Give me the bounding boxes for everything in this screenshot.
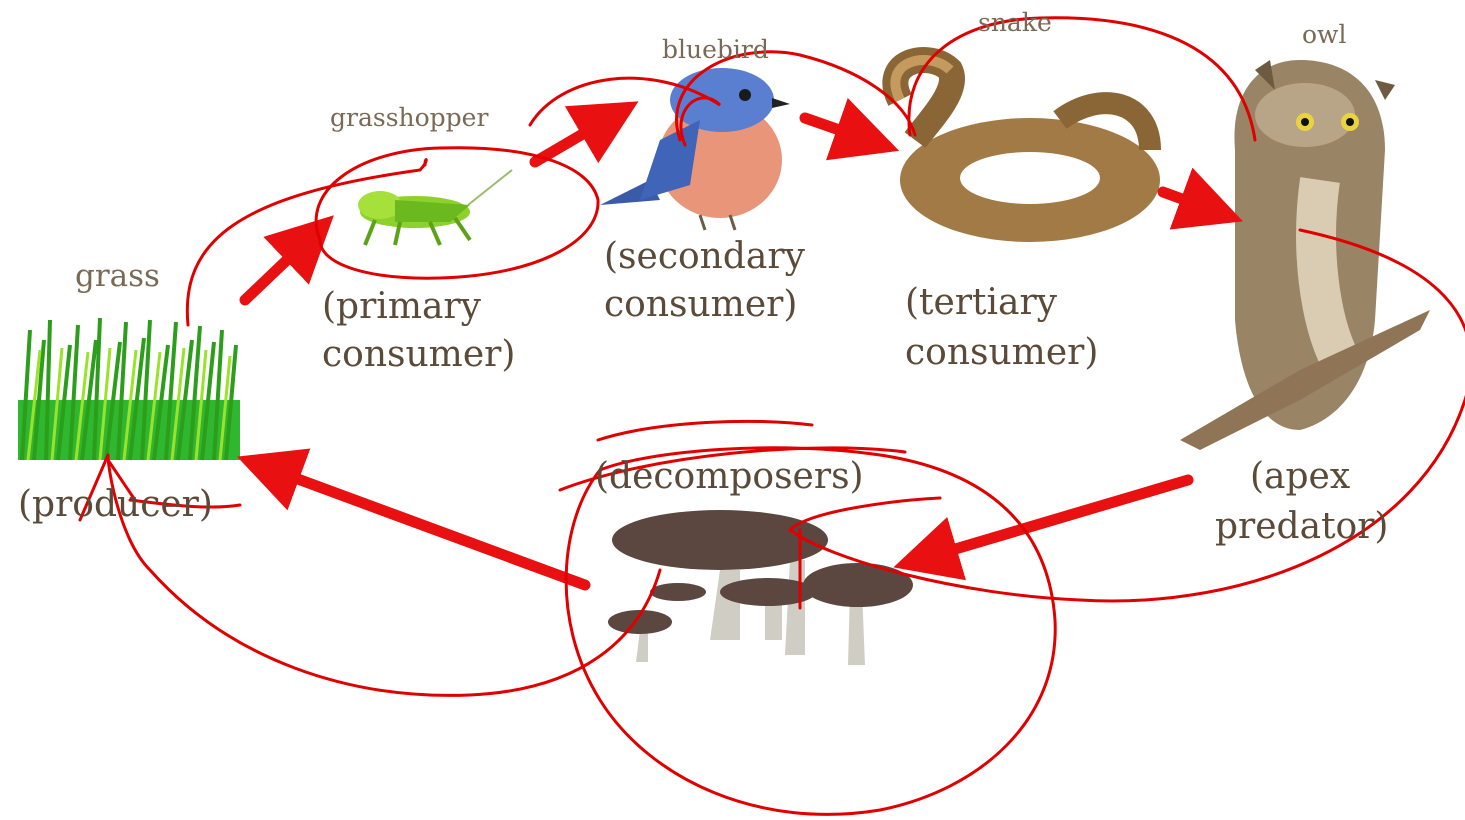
grasshopper-role-line1: (primary	[322, 282, 481, 332]
snake-icon	[895, 60, 1160, 242]
owl-role-line2: predator)	[1215, 502, 1388, 552]
arrow-snake-to-owl	[1163, 192, 1212, 210]
owl-role-line1: (apex	[1250, 452, 1350, 502]
owl-icon	[1180, 60, 1430, 450]
grasshopper-icon	[358, 170, 512, 245]
bluebird-role-line1: (secondary	[604, 232, 805, 282]
arrow-grasshopper-to-bluebird	[535, 118, 610, 162]
snake-role-line2: consumer)	[905, 328, 1098, 378]
grass-name-label: grass	[75, 258, 160, 294]
grasshopper-name-label: grasshopper	[330, 103, 488, 132]
grasshopper-role-line2: consumer)	[322, 330, 515, 380]
grass-role-label: (producer)	[18, 480, 213, 530]
owl-name-label: owl	[1302, 20, 1346, 49]
arrow-owl-to-decomposers	[925, 480, 1188, 558]
snake-role-line1: (tertiary	[905, 278, 1057, 328]
snake-name-label: snake	[978, 8, 1052, 37]
grass-icon	[18, 318, 240, 460]
bluebird-name-label: bluebird	[662, 35, 769, 64]
bluebird-role-line2: consumer)	[604, 280, 797, 330]
decomposers-role-label: (decomposers)	[595, 452, 864, 502]
arrow-bluebird-to-snake	[805, 118, 868, 140]
arrow-decomposers-to-grass	[268, 468, 585, 585]
arrow-grass-to-grasshopper	[245, 238, 310, 300]
